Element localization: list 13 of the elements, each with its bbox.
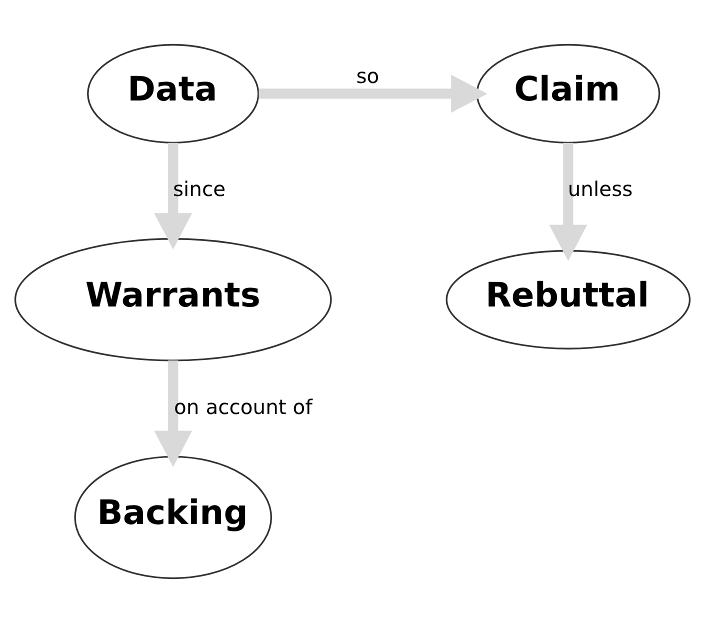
edge-label: since [172,176,226,201]
edge-label: unless [568,176,633,201]
node-ellipse: Data [87,43,260,144]
node-ellipse: Backing [74,455,272,579]
node-ellipse: Warrants [14,238,332,361]
edge-label: so [356,63,380,88]
arrow [154,360,192,466]
arrow [154,142,192,249]
edge-label: on account of [174,394,312,418]
node-ellipse: Claim [476,43,660,144]
node-ellipse: Rebuttal [446,249,691,349]
arrow [258,74,488,112]
arrow [549,142,588,260]
